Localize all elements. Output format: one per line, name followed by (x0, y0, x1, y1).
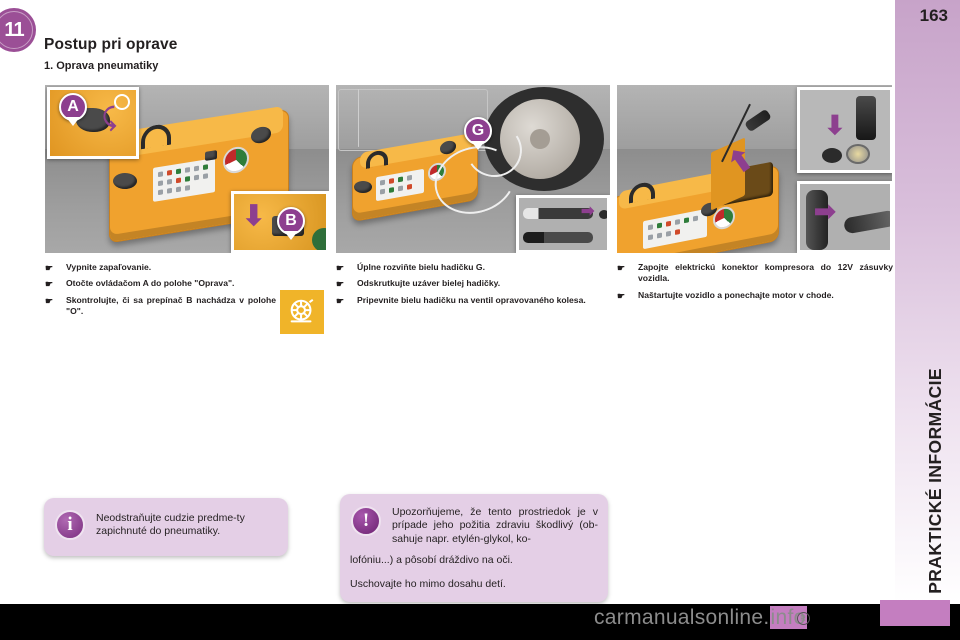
info-icon: i (55, 510, 85, 540)
plug-barrel (843, 209, 890, 235)
connector-arrow-purple: ➡ (581, 203, 595, 220)
list-item-text: Naštartujte vozidlo a ponechajte motor v… (638, 289, 834, 300)
compressor-mode-dial-a (113, 173, 137, 189)
info-box-text: Neodstraňujte cudzie predme-ty zapichnut… (96, 512, 245, 538)
section-tab: PRAKTICKÉ INFORMÁCIE (895, 0, 960, 604)
car-door-outline (358, 89, 359, 147)
callout-bubble-g: G (464, 117, 492, 150)
instruction-column-1: ☛ Vypnite zapaľovanie. ☛ Otočte ovládačo… (44, 262, 276, 322)
list-item-text: Úplne rozviňte bielu hadičku G. (357, 262, 485, 272)
bullet-hand-icon: ☛ (45, 279, 54, 290)
list-item: ☛ Zapojte elektrickú konektor kompresora… (616, 262, 893, 285)
list-item: ☛ Skontrolujte, či sa prepínač B nachádz… (44, 295, 276, 318)
list-item-text: Skontrolujte, či sa prepínač B nachádza … (66, 294, 276, 317)
watermark: carmanualsonline.infoR (594, 606, 810, 630)
registered-mark-icon: R (796, 611, 810, 625)
bullet-hand-icon: ☛ (45, 263, 54, 273)
page-number: 163 (919, 6, 948, 25)
list-item: ☛ Pripevnite bielu hadičku na ventil opr… (335, 295, 611, 306)
warning-box-text-line1: Upozorňujeme, že tento prostriedok je v … (392, 506, 598, 545)
socket-insert-arrow: ⬇ (824, 110, 846, 140)
warning-icon: ! (351, 506, 381, 536)
figure-power-connector-12v: ⬆ ⬇ ➡ (616, 84, 893, 254)
bullet-hand-icon: ☛ (617, 263, 626, 273)
bullet-hand-icon: ☛ (336, 263, 345, 273)
chapter-number-label: 11 (4, 18, 24, 41)
page-footer (0, 604, 960, 640)
list-item-text: Otočte ovládačom A do polohe "Oprava". (66, 278, 235, 289)
paper-area: 11 Postup pri oprave 1. Oprava pneumatik… (0, 0, 895, 604)
list-item: ☛ Vypnite zapaľovanie. (44, 262, 276, 273)
inset-12v-socket-detail: ⬇ (797, 87, 892, 173)
press-arrow-purple: ⬇ (242, 200, 266, 231)
warning-box: ! Upozorňujeme, že tento prostriedok je … (340, 494, 608, 602)
plug-housing (806, 190, 828, 250)
warning-box-text-line2: lofóniu...) a pôsobí dráždivo na oči. (350, 554, 513, 566)
warning-icon-glyph: ! (362, 510, 370, 531)
info-box: i Neodstraňujte cudzie predme-ty zapichn… (44, 498, 288, 556)
chapter-number-badge: 11 (0, 8, 36, 52)
callout-bubble-a: A (59, 93, 87, 126)
list-item: ☛ Otočte ovládačom A do polohe "Oprava". (44, 278, 276, 289)
socket-plug-body (856, 96, 876, 140)
figure-row: ⤹ A ⬇ B (44, 84, 893, 254)
bullet-hand-icon: ☛ (45, 295, 54, 306)
bullet-hand-icon: ☛ (336, 279, 345, 290)
list-item-text: Zapojte elektrickú konektor kompresora d… (638, 262, 893, 284)
wheel-hub (530, 129, 550, 149)
bullet-hand-icon: ☛ (336, 295, 345, 306)
figure-compressor-control-dial: ⤹ A ⬇ B (44, 84, 330, 254)
rotation-arrow-purple: ⤹ (102, 104, 117, 131)
list-item-text: Vypnite zapaľovanie. (66, 262, 152, 272)
bullet-hand-icon: ☛ (617, 290, 626, 301)
compressor-mode-dial-2 (354, 181, 372, 193)
list-item: ☛ Odskrutkujte uzáver bielej hadičky. (335, 278, 611, 289)
figure-hose-to-wheel-valve: G ➡ (335, 84, 611, 254)
warning-box-text-line3: Uschovajte ho mimo dosahu detí. (350, 578, 506, 590)
info-icon-glyph: i (67, 514, 73, 535)
list-item-text: Pripevnite bielu hadičku na ventil oprav… (357, 294, 586, 305)
compressor-power-switch-b (205, 150, 217, 161)
callout-bubble-b: B (277, 207, 305, 240)
instruction-column-2: ☛ Úplne rozviňte bielu hadičku G. ☛ Odsk… (335, 262, 611, 311)
socket-cap (822, 148, 842, 163)
inset-plug-into-socket: ➡ (797, 181, 892, 253)
watermark-dot: . (763, 606, 770, 629)
folio-highlight (880, 600, 950, 626)
tyre-repair-icon (280, 290, 324, 334)
list-item: ☛ Úplne rozviňte bielu hadičku G. (335, 262, 611, 273)
page-title: Postup pri oprave (44, 36, 178, 53)
list-item-text: Odskrutkujte uzáver bielej hadičky. (357, 278, 501, 289)
section-tab-label: PRAKTICKÉ INFORMÁCIE (925, 368, 945, 594)
inset-hose-connector-detail: ➡ (516, 195, 610, 253)
list-item: ☛ Naštartujte vozidlo a ponechajte motor… (616, 290, 893, 301)
instruction-column-3: ☛ Zapojte elektrickú konektor kompresora… (616, 262, 893, 306)
plug-arrow-purple: ➡ (814, 196, 836, 226)
watermark-tld: info (769, 606, 807, 629)
page-subtitle: 1. Oprava pneumatiky (44, 60, 159, 72)
watermark-domain: carmanualsonline (594, 606, 764, 629)
socket-opening (846, 144, 870, 164)
